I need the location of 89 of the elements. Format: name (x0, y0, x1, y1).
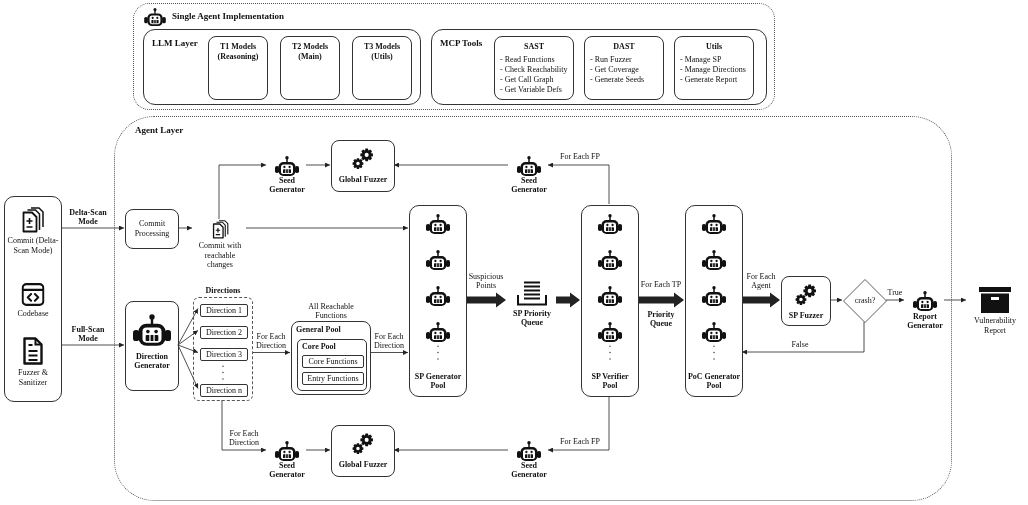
node-label: Report Generator (906, 313, 944, 331)
edge-label: False (790, 341, 810, 349)
node-label: Seed Generator (268, 177, 306, 195)
panel-title: MCP Tools (440, 39, 483, 48)
list-item: - Get Call Graph (500, 74, 554, 85)
info-card (584, 36, 664, 100)
box-label: Core Functions (308, 357, 358, 366)
process-box (125, 209, 179, 249)
direction-box (200, 304, 248, 317)
note-label: Priority Queue (646, 310, 676, 329)
box-label: Entry Functions (307, 374, 359, 383)
edge-label: For Each TP (639, 281, 683, 289)
box-label: Direction n (205, 386, 243, 395)
info-card (352, 36, 412, 100)
block-arrow (638, 292, 684, 308)
pool-label: Core Pool (302, 343, 336, 351)
list-item: - Run Fuzzer (590, 54, 632, 65)
info-card (280, 36, 340, 100)
card-title: T3 Models (Utils) (362, 42, 402, 62)
agent-box (125, 301, 179, 391)
node-label: Seed Generator (268, 462, 306, 480)
group-title: Agent Layer (135, 126, 184, 135)
input-label: Fuzzer & Sanitizer (17, 368, 49, 388)
function-box (302, 372, 364, 385)
decision-label: crash? (854, 297, 876, 305)
edge-label: For Each Direction (254, 332, 288, 351)
direction-box (200, 348, 248, 361)
direction-box (200, 326, 248, 339)
box-label: Direction 3 (205, 350, 243, 359)
list-item: - Get Coverage (590, 64, 639, 75)
block-arrow (742, 292, 780, 308)
panel-title: LLM Layer (152, 39, 198, 48)
card-title: T2 Models (Main) (290, 42, 330, 62)
list-item: - Manage Directions (680, 64, 746, 75)
info-card (208, 36, 268, 100)
edge-label: For Each FP (559, 153, 601, 161)
edge-label: For Each Direction (227, 429, 261, 448)
node-label: Seed Generator (510, 462, 548, 480)
box-label: PoC Generator Pool (687, 371, 741, 390)
edge-label: For Each Agent (744, 272, 778, 291)
card-title: SAST (524, 42, 544, 52)
list-item: - Check Reachability (500, 64, 568, 75)
edge-label: For Each FP (559, 438, 601, 446)
box-label: Global Fuzzer (338, 176, 388, 184)
input-label: Codebase (17, 309, 49, 319)
list-item: - Read Functions (500, 54, 555, 65)
card-title: T1 Models (Reasoning) (216, 42, 260, 62)
fuzzer-box (781, 276, 831, 326)
block-arrow (556, 292, 580, 308)
pool-label: General Pool (296, 326, 341, 334)
block-arrow (466, 292, 506, 308)
agent-pool-box (685, 205, 743, 397)
function-box (302, 355, 364, 368)
box-label: Direction Generator (133, 352, 171, 371)
box-label: SP Verifier Pool (590, 371, 630, 390)
box-label: Direction 2 (205, 328, 243, 337)
list-item: - Generate Seeds (590, 74, 645, 85)
info-card (674, 36, 754, 100)
edge-label: For Each Direction (372, 332, 406, 351)
box-label: Global Fuzzer (338, 461, 388, 469)
box-label: SP Fuzzer (788, 312, 824, 320)
node-label: Seed Generator (510, 177, 548, 195)
node-label: Commit with reachable changes (197, 241, 243, 270)
list-item: - Manage SP (680, 54, 722, 65)
pool-heading: All Reachable Functions (307, 301, 355, 320)
list-item: - Get Variable Defs (500, 84, 562, 95)
group-title: Single Agent Implementation (172, 12, 284, 21)
card-title: DAST (613, 42, 635, 52)
direction-box (200, 384, 248, 397)
edge-label: True (886, 289, 904, 297)
card-title: Utils (706, 42, 722, 52)
box-label: Commit Processing (133, 219, 171, 239)
input-label: Commit (Delta-Scan Mode) (7, 236, 59, 256)
agent-pool-box (409, 205, 467, 397)
input-panel (4, 196, 62, 402)
edge-label: Suspicious Points (467, 272, 505, 291)
node-label: SP Priority Queue (512, 309, 552, 328)
pool-box (297, 339, 367, 391)
layer-panel (143, 29, 421, 105)
group-title: Directions (205, 287, 241, 295)
list-item: - Generate Report (680, 74, 738, 85)
box-label: SP Generator Pool (413, 371, 463, 390)
fuzzer-box (331, 425, 395, 477)
box-label: Direction 1 (205, 306, 243, 315)
info-card (494, 36, 574, 100)
node-label: Vulnerability Report (972, 316, 1018, 336)
layer-panel (431, 29, 767, 105)
fuzzer-box (331, 140, 395, 192)
agent-pool-box (581, 205, 639, 397)
